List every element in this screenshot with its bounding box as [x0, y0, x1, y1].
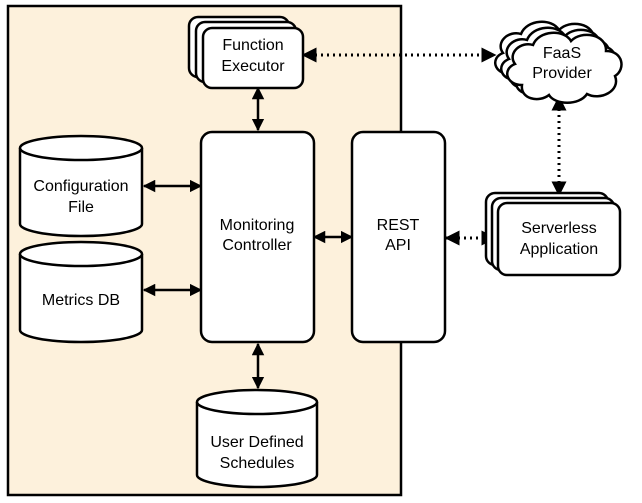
user-defined-schedules-node: User Defined Schedules: [195, 388, 319, 489]
faas-provider-label-1: FaaS: [543, 45, 581, 62]
configuration-file-label-1: Configuration: [33, 178, 128, 195]
rest-api-node: REST API: [350, 130, 447, 344]
function-executor-label-1: Function: [222, 37, 283, 54]
metrics-db-label: Metrics DB: [42, 292, 120, 309]
serverless-application-label-2: Application: [520, 241, 598, 258]
monitoring-controller-node: Monitoring Controller: [199, 130, 316, 344]
monitoring-controller-label-2: Controller: [222, 237, 292, 254]
function-executor-node: Function Executor: [187, 15, 305, 90]
user-defined-schedules-label-2: Schedules: [220, 455, 295, 472]
monitoring-controller-label-1: Monitoring: [220, 217, 295, 234]
rest-api-label-2: API: [385, 237, 411, 254]
serverless-application-node: Serverless Application: [484, 191, 622, 277]
configuration-file-node: Configuration File: [18, 134, 144, 238]
metrics-db-node: Metrics DB: [18, 240, 144, 344]
serverless-application-label-1: Serverless: [521, 220, 597, 237]
rest-api-label-1: REST: [377, 217, 420, 234]
configuration-file-label-2: File: [68, 199, 94, 216]
faas-provider-label-2: Provider: [532, 65, 592, 82]
faas-provider-node: FaaS Provider: [494, 20, 623, 104]
function-executor-label-2: Executor: [221, 58, 285, 75]
user-defined-schedules-label-1: User Defined: [210, 434, 303, 451]
